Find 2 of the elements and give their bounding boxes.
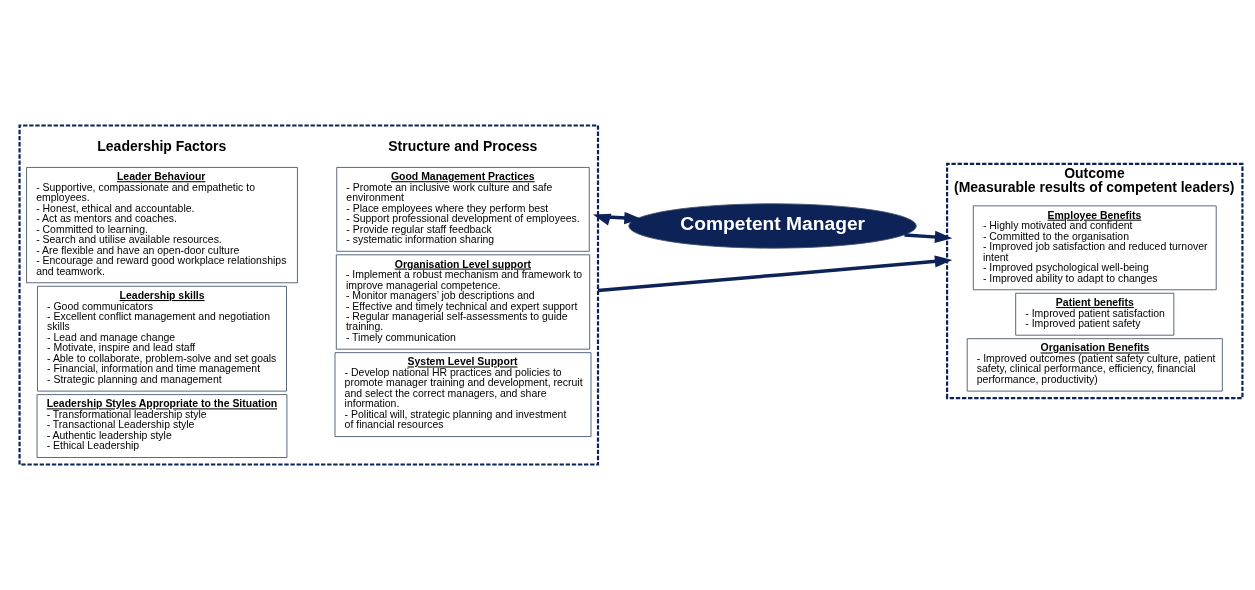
label: Leadership Factors (97, 137, 227, 154)
label: Structure and Process (388, 137, 538, 154)
